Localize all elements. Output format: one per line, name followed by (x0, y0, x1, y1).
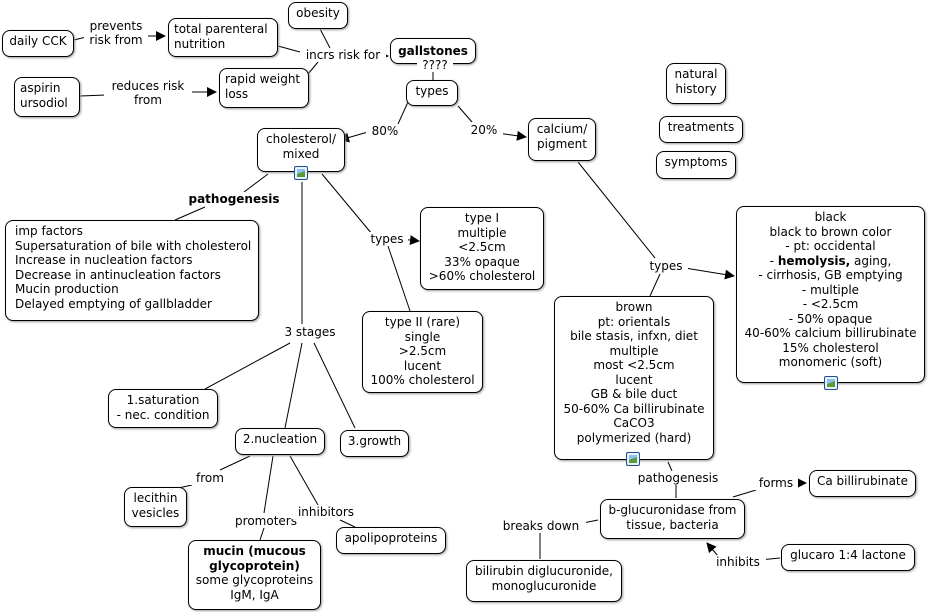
growth-node[interactable]: 3.growth (340, 430, 409, 457)
types-node[interactable]: types (406, 80, 458, 106)
mucin-node[interactable]: mucin (mucous glycoprotein)some glycopro… (188, 540, 321, 610)
from-label[interactable]: from (190, 471, 230, 485)
pathogenesis-pigment-label[interactable]: pathogenesis (632, 471, 724, 485)
cholesterol-mixed-node[interactable]: cholesterol/ mixed (257, 128, 345, 172)
image-icon[interactable] (824, 376, 838, 390)
symptoms-node[interactable]: symptoms (656, 151, 736, 179)
types-cholesterol-label[interactable]: types (366, 232, 408, 246)
breaks-down-label[interactable]: breaks down (496, 519, 586, 533)
gallstones-question-marks: ???? (417, 58, 453, 72)
incrs-risk-label[interactable]: incrs risk for (300, 48, 386, 62)
pct-80-label[interactable]: 80% (366, 124, 404, 138)
glucaro-lactone-node[interactable]: glucaro 1:4 lactone (781, 544, 915, 571)
black-pigment-node[interactable]: black black to brown color - pt: occiden… (736, 206, 925, 383)
nucleation-node[interactable]: 2.nucleation (235, 428, 325, 455)
reduces-risk-label[interactable]: reduces risk from (104, 79, 192, 107)
treatments-node[interactable]: treatments (659, 116, 743, 143)
aspirin-ursodiol-node[interactable]: aspirin ursodiol (14, 77, 80, 117)
lecithin-vesicles-node[interactable]: lecithin vesicles (124, 487, 187, 527)
prevents-risk-label[interactable]: prevents risk from (84, 19, 148, 47)
type-i-node[interactable]: type I multiple <2.5cm 33% opaque >60% c… (420, 207, 544, 290)
image-icon[interactable] (294, 166, 308, 180)
inhibits-label[interactable]: inhibits (710, 555, 766, 569)
calcium-pigment-node[interactable]: calcium/ pigment (528, 118, 596, 161)
types-pigment-label[interactable]: types (644, 259, 688, 273)
forms-label[interactable]: forms (754, 476, 798, 490)
saturation-node[interactable]: 1.saturation - nec. condition (108, 389, 218, 428)
b-glucuronidase-node[interactable]: b-glucuronidase from tissue, bacteria (600, 499, 745, 539)
apolipoproteins-node[interactable]: apolipoproteins (336, 527, 446, 554)
tpn-node[interactable]: total parenteral nutrition (168, 18, 278, 57)
inhibitors-label[interactable]: inhibitors (292, 505, 360, 519)
promoters-label[interactable]: promoters (228, 514, 304, 528)
natural-history-node[interactable]: natural history (666, 63, 726, 104)
bilirubin-node[interactable]: bilirubin diglucuronide, monoglucuronide (466, 560, 622, 602)
pathogenesis-label[interactable]: pathogenesis (184, 192, 284, 206)
rapid-weight-loss-node[interactable]: rapid weight loss (219, 68, 309, 108)
pathogenesis-factors-node[interactable]: imp factors Supersaturation of bile with… (5, 220, 259, 321)
obesity-node[interactable]: obesity (288, 2, 348, 29)
three-stages-label[interactable]: 3 stages (278, 325, 342, 339)
pct-20-label[interactable]: 20% (465, 123, 503, 137)
type-ii-node[interactable]: type II (rare) single >2.5cm lucent 100%… (362, 311, 483, 393)
brown-pigment-node[interactable]: brown pt: orientals bile stasis, infxn, … (554, 296, 714, 460)
image-icon[interactable] (626, 452, 640, 466)
daily-cck-node[interactable]: daily CCK (2, 30, 74, 57)
ca-bilirubinate-node[interactable]: Ca billirubinate (809, 470, 916, 497)
